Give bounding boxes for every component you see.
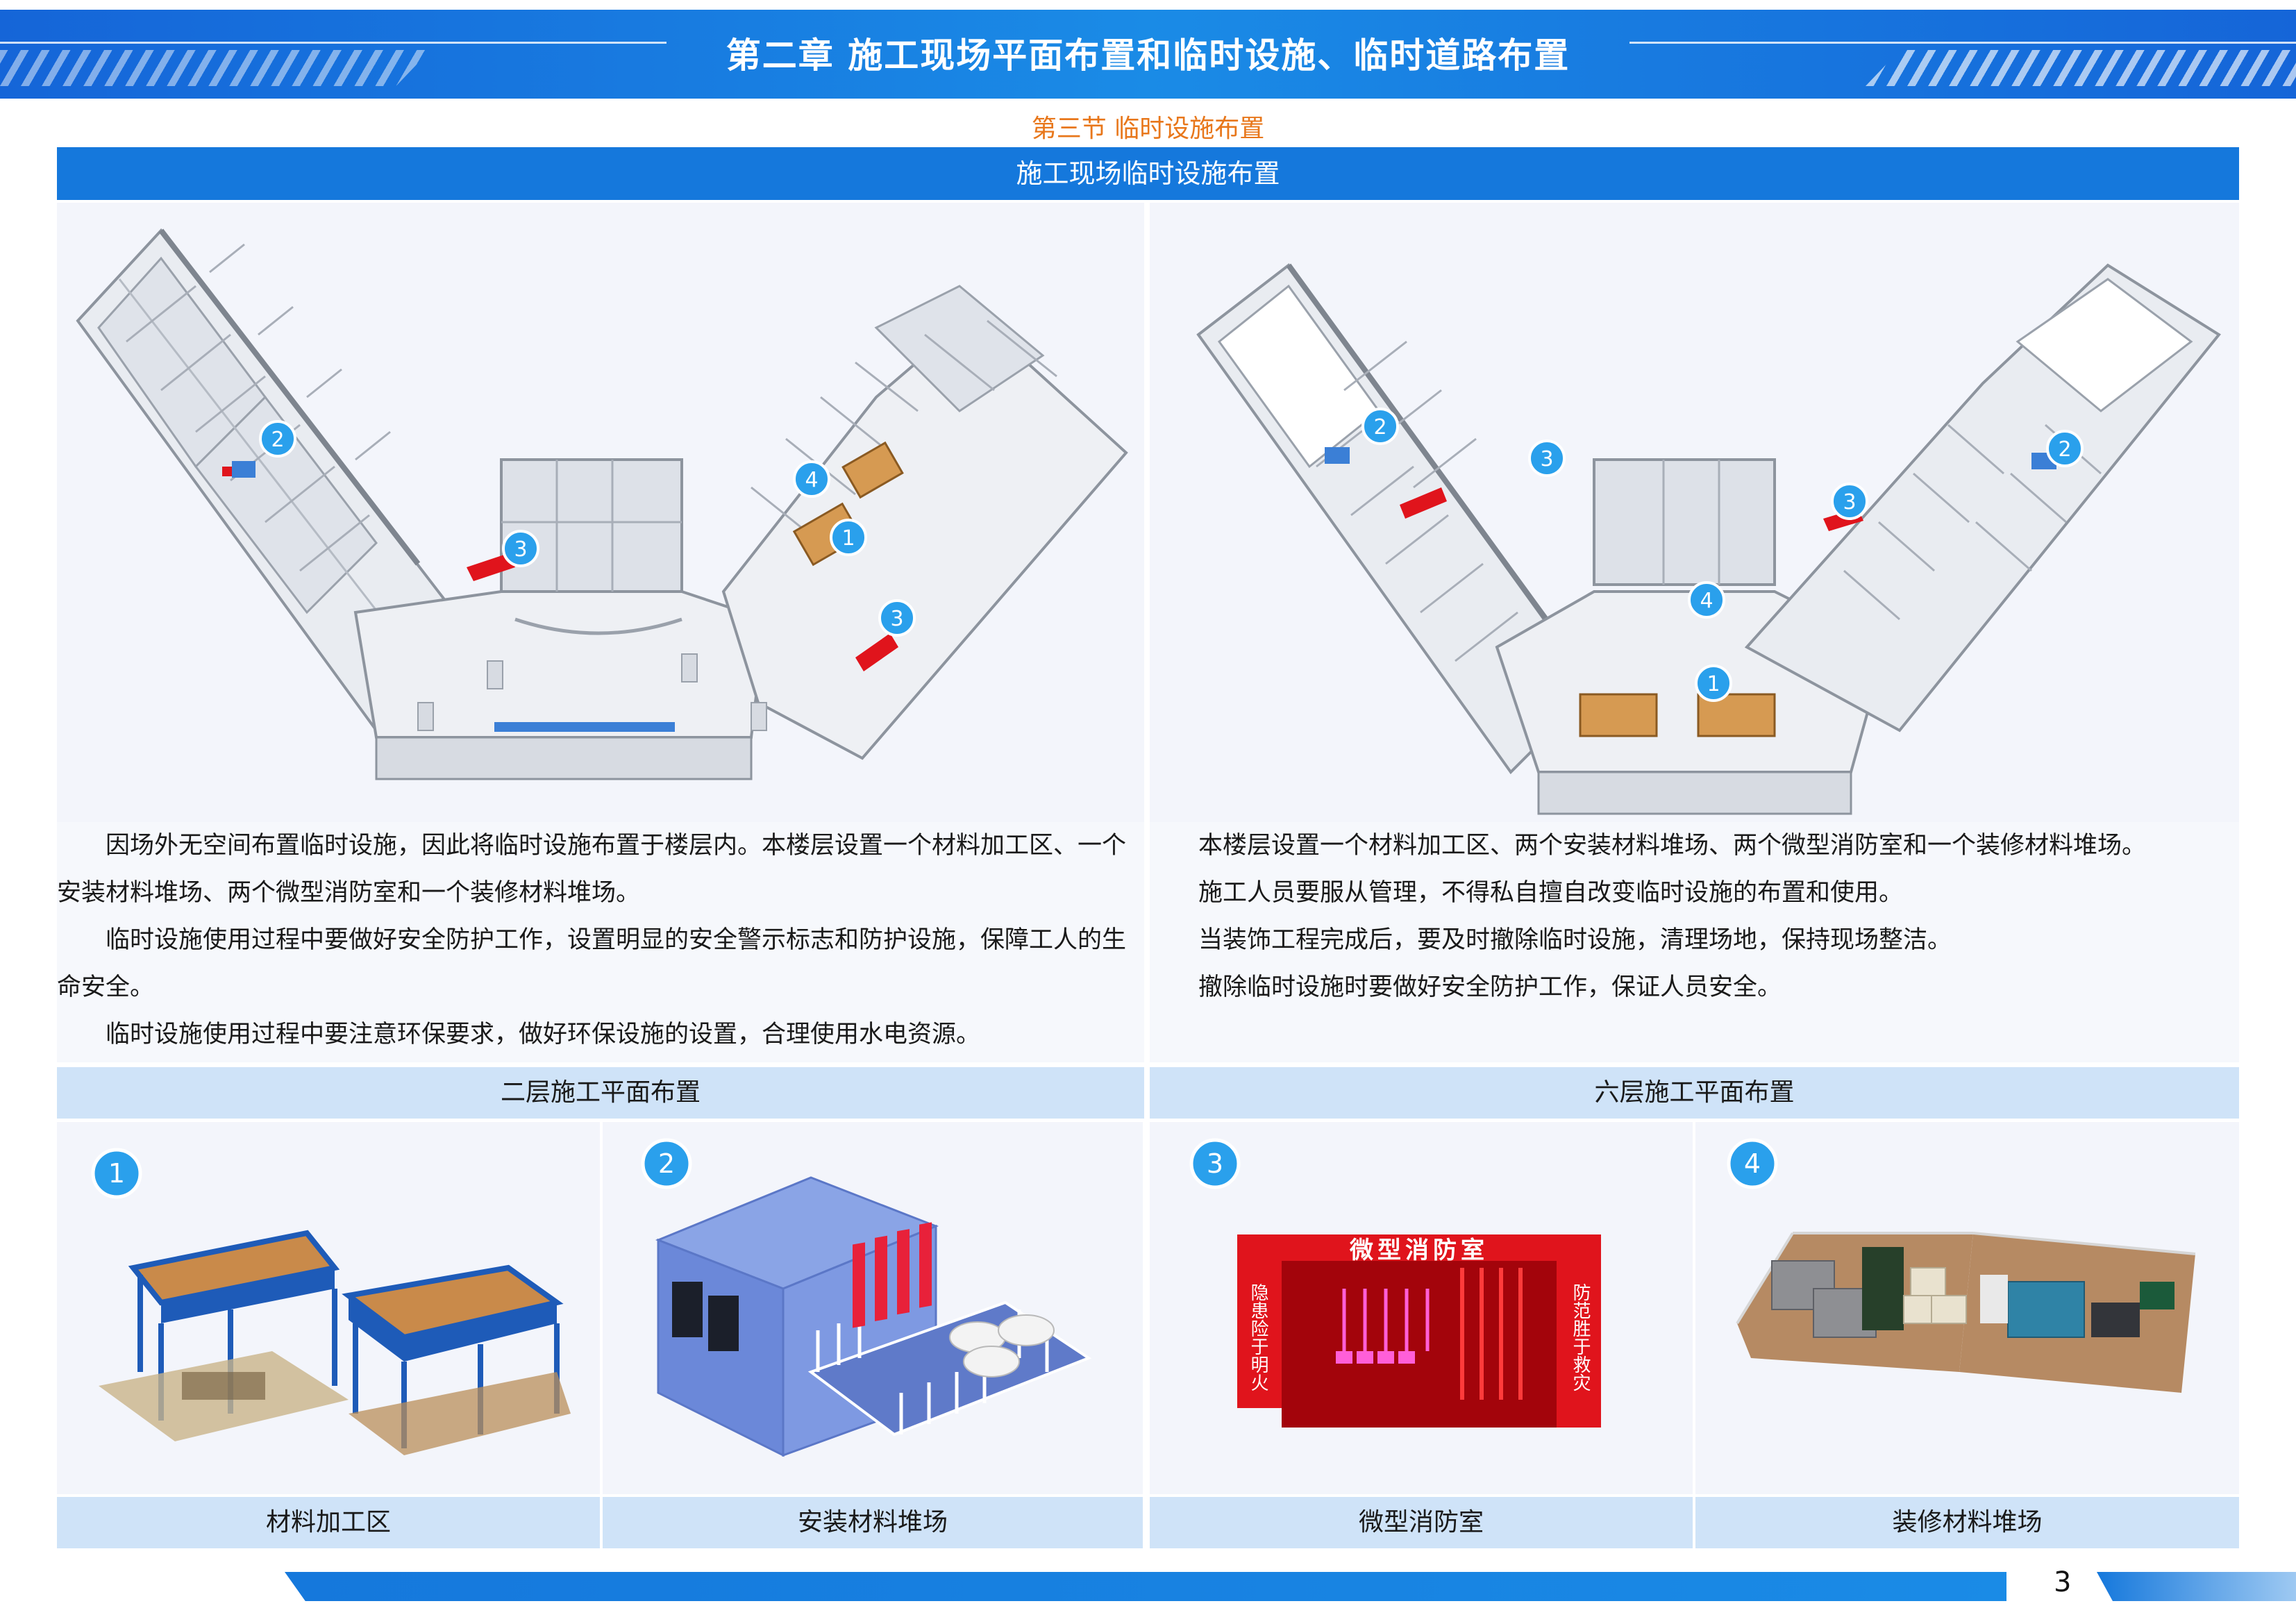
facility-number-badge: 2 — [641, 1138, 692, 1189]
page-number: 3 — [2054, 1566, 2072, 1598]
footer-bar — [285, 1572, 2006, 1601]
chapter-title: 第二章 施工现场平面布置和临时设施、临时道路布置 — [726, 35, 1570, 76]
header-stripes-left — [0, 50, 430, 86]
facility-label: 微型消防室 — [1150, 1497, 1693, 1548]
footer-bar-right — [2097, 1572, 2296, 1601]
header-line-left — [0, 42, 667, 44]
floor-plan-6f: 2 3 3 2 4 1 — [1150, 203, 2239, 822]
paragraph: 因场外无空间布置临时设施，因此将临时设施布置于楼层内。本楼层设置一个材料加工区、… — [57, 832, 1127, 907]
paragraph: 临时设施使用过程中要注意环保要求，做好环保设施的设置，合理使用水电资源。 — [106, 1021, 981, 1048]
map-marker: 2 — [2046, 430, 2084, 467]
map-marker: 4 — [793, 460, 830, 498]
processing-area-illustration: 1 — [91, 1148, 571, 1455]
map-marker: 3 — [1528, 440, 1566, 477]
floor-label-2f: 二层施工平面布置 — [57, 1067, 1144, 1119]
facility-card-decoration-yard: 4 — [1695, 1122, 2239, 1494]
decoration-yard-illustration: 4 — [1727, 1138, 2196, 1393]
map-marker: 3 — [878, 599, 916, 637]
banner-title: 施工现场临时设施布置 — [57, 147, 2239, 200]
paragraph: 临时设施使用过程中要做好安全防护工作，设置明显的安全警示标志和防护设施，保障工人… — [57, 926, 1127, 1001]
facility-label: 材料加工区 — [57, 1497, 600, 1548]
map-marker: 3 — [502, 530, 539, 567]
chapter-header: 第二章 施工现场平面布置和临时设施、临时道路布置 — [0, 10, 2296, 99]
map-marker: 1 — [830, 519, 867, 556]
svg-text:3: 3 — [1843, 490, 1856, 514]
facility-number-badge: 4 — [1727, 1138, 1778, 1189]
map-marker: 3 — [1831, 483, 1868, 520]
svg-text:4: 4 — [1700, 589, 1713, 613]
svg-text:2: 2 — [2058, 437, 2071, 462]
paragraph: 本楼层设置一个材料加工区、两个安装材料堆场、两个微型消防室和一个装修材料堆场。 — [1198, 832, 2147, 860]
svg-text:1: 1 — [1707, 672, 1720, 696]
map-marker: 1 — [1695, 664, 1732, 702]
facility-label: 安装材料堆场 — [603, 1497, 1143, 1548]
header-line-right — [1629, 42, 2296, 44]
svg-text:2: 2 — [1373, 415, 1386, 440]
description-6f: 本楼层设置一个材料加工区、两个安装材料堆场、两个微型消防室和一个装修材料堆场。 … — [1150, 822, 2239, 1062]
facility-card-processing: 1 — [57, 1122, 600, 1494]
fire-room-illustration: 3 微型消防室 隐患险于明火 防范胜于救灾 — [1189, 1138, 1601, 1428]
floor-label-6f: 六层施工平面布置 — [1150, 1067, 2239, 1119]
svg-text:4: 4 — [1744, 1148, 1761, 1179]
paragraph: 当装饰工程完成后，要及时撤除临时设施，清理场地，保持现场整洁。 — [1198, 926, 1952, 954]
svg-text:1: 1 — [841, 526, 855, 551]
svg-text:2: 2 — [658, 1148, 675, 1179]
svg-text:3: 3 — [890, 607, 903, 631]
install-yard-illustration: 2 — [641, 1138, 1092, 1457]
facility-card-fire-room: 3 微型消防室 隐患险于明火 防范胜于救灾 — [1150, 1122, 1693, 1494]
fire-room-sign-title: 微型消防室 — [1349, 1237, 1489, 1264]
svg-text:2: 2 — [271, 428, 284, 452]
paragraph: 施工人员要服从管理，不得私自擅自改变临时设施的布置和使用。 — [1198, 879, 1904, 907]
paragraph: 撤除临时设施时要做好安全防护工作，保证人员安全。 — [1198, 973, 1782, 1001]
facility-card-install-yard: 2 — [603, 1122, 1143, 1494]
svg-text:3: 3 — [514, 537, 527, 562]
svg-text:4: 4 — [805, 468, 818, 492]
section-title: 第三节 临时设施布置 — [1031, 115, 1265, 143]
svg-text:3: 3 — [1207, 1148, 1223, 1179]
floor-plan-2f-illustration: 2 3 4 1 3 — [76, 228, 1128, 780]
facility-label: 装修材料堆场 — [1695, 1497, 2239, 1548]
header-stripes-right — [1866, 50, 2296, 86]
map-marker: 2 — [1361, 408, 1399, 445]
description-2f: 因场外无空间布置临时设施，因此将临时设施布置于楼层内。本楼层设置一个材料加工区、… — [57, 822, 1144, 1062]
map-marker: 2 — [259, 420, 296, 458]
fire-room-slogan-right: 防范胜于救灾 — [1570, 1283, 1591, 1391]
svg-text:3: 3 — [1540, 447, 1553, 471]
facility-number-badge: 1 — [91, 1148, 142, 1199]
svg-text:1: 1 — [108, 1158, 125, 1189]
fire-room-slogan-left: 隐患险于明火 — [1248, 1283, 1268, 1391]
floor-plan-6f-illustration: 2 3 3 2 4 1 — [1196, 263, 2221, 815]
floor-plan-2f: 2 3 4 1 3 — [57, 203, 1144, 822]
facility-number-badge: 3 — [1189, 1138, 1241, 1189]
map-marker: 4 — [1688, 581, 1725, 619]
